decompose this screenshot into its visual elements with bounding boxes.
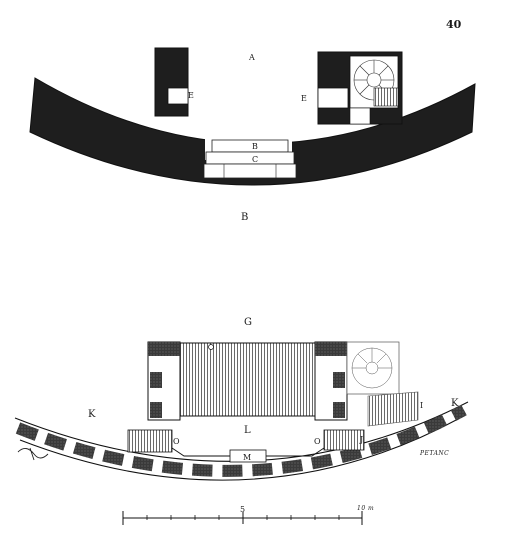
label-a: A bbox=[248, 53, 255, 62]
scale-end-label: 10 m bbox=[357, 505, 374, 512]
upper-plan-caption: B bbox=[241, 212, 248, 223]
stair-treads bbox=[373, 87, 399, 107]
lower-right-pier-bottom bbox=[333, 402, 345, 418]
lower-left-pier-mid bbox=[150, 372, 162, 388]
page-number: 40 bbox=[446, 18, 462, 31]
lower-left-pier-top bbox=[148, 342, 180, 356]
label-o-right: O bbox=[314, 437, 321, 446]
label-k-right: K bbox=[451, 398, 459, 409]
striped-court bbox=[179, 342, 316, 417]
label-k-left: K bbox=[88, 409, 96, 420]
scale-mid-label: 5 bbox=[240, 505, 245, 514]
label-g: G bbox=[244, 317, 252, 328]
label-j: J bbox=[359, 435, 363, 444]
label-l: L bbox=[244, 425, 251, 436]
court-marker bbox=[208, 344, 214, 350]
lower-left-pier-bottom bbox=[150, 402, 162, 418]
lower-plan: G K K L M O O I J PETANC bbox=[14, 317, 469, 481]
upper-plan: A E E B C B bbox=[29, 47, 476, 223]
scale-bar: 5 10 m bbox=[122, 505, 374, 525]
step-c bbox=[205, 151, 295, 165]
upper-right-lower-block bbox=[349, 107, 371, 125]
label-i: I bbox=[420, 401, 423, 410]
upper-right-recess bbox=[317, 87, 349, 109]
lower-right-steps bbox=[323, 429, 365, 451]
block-m bbox=[229, 449, 267, 463]
step-base bbox=[203, 163, 297, 179]
upper-curved-wall bbox=[29, 77, 476, 186]
lower-masonry-band bbox=[15, 404, 467, 477]
label-e-left: E bbox=[188, 91, 194, 100]
label-c-step: C bbox=[252, 155, 258, 164]
lower-left-steps bbox=[127, 429, 173, 453]
lower-spiral-stair bbox=[351, 347, 393, 389]
upper-left-pier-recess bbox=[167, 87, 189, 105]
lower-right-pier-mid bbox=[333, 372, 345, 388]
wall-legend-label: PETANC bbox=[419, 450, 449, 457]
lower-inner-wall-line bbox=[19, 417, 461, 481]
label-m: M bbox=[243, 453, 251, 462]
label-e-right: E bbox=[301, 94, 307, 103]
label-b-step: B bbox=[252, 142, 258, 151]
lower-right-pier-top bbox=[315, 342, 347, 356]
label-o-left: O bbox=[173, 437, 180, 446]
upper-left-pier bbox=[154, 47, 189, 117]
river-scribble bbox=[17, 447, 49, 461]
step-b bbox=[211, 139, 289, 153]
lower-right-stair-ramp bbox=[367, 391, 419, 427]
